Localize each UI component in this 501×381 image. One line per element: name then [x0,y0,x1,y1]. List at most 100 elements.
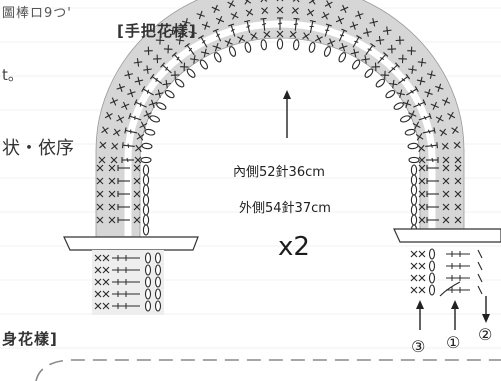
single-crochet-symbol [418,262,426,270]
chain-stitch-symbol [428,284,436,296]
chain-stitch-symbol [410,184,418,196]
chain-stitch-symbol [385,89,396,99]
single-crochet-symbol [108,203,116,211]
single-crochet-symbol [383,26,392,35]
single-crochet-symbol [201,21,211,30]
row-marker-1: ① [446,333,460,352]
single-crochet-symbol [134,76,144,86]
chain-stitch-symbol [410,194,418,206]
single-crochet-symbol [170,70,180,80]
single-crochet-symbol [162,79,171,89]
text-fragment-top: 圖棒ロ9つ' [2,6,72,21]
double-crochet-symbol [338,28,348,42]
single-crochet-symbol [415,132,424,141]
double-crochet-symbol [425,142,439,149]
single-crochet-symbol [108,164,116,172]
single-crochet-symbol [417,144,426,153]
single-crochet-symbol [163,44,173,54]
chain-stitch-symbol [399,115,411,123]
chain-stitch-symbol [142,174,150,186]
chain-stitch-symbol [142,184,150,196]
chain-stitch-symbol [164,89,175,99]
single-crochet-symbol [143,65,152,74]
slip-stitch-symbol [477,249,483,259]
chain-stitch-symbol [393,102,404,110]
single-crochet-symbol [94,254,102,262]
chain-stitch-row [140,38,420,236]
double-crochet-symbol [352,35,362,48]
double-crochet-symbol [117,204,130,210]
single-crochet-symbol [441,97,451,106]
single-crochet-symbol [410,262,418,270]
right-lower-stitches [410,248,483,297]
chain-stitch-symbol [375,78,385,88]
single-crochet-symbol [136,132,145,141]
single-crochet-symbol [94,278,102,286]
double-crochet-symbol [133,99,147,108]
single-crochet-symbol [435,115,444,123]
single-crochet-symbol [417,58,427,67]
single-crochet-symbol [108,190,116,198]
single-crochet-symbol [454,177,462,185]
double-crochet-symbol [365,42,376,56]
single-crochet-symbol [182,18,191,27]
single-crochet-symbol [180,62,189,72]
double-crochet-symbol [324,23,332,37]
single-crochet-symbol [435,83,444,92]
background-grid [0,7,501,349]
double-crochet-symbol [121,142,135,149]
single-crochet-symbol [101,126,109,135]
chain-stitch-symbol [323,46,332,57]
chain-stitch-symbol [144,288,152,300]
double-crochet-symbol [426,204,439,210]
single-crochet-symbol [133,190,141,198]
single-crochet-symbol [361,55,370,64]
double-crochet-symbol [117,217,130,223]
single-crochet-symbol [408,110,417,119]
chain-stitch-symbol [142,224,150,236]
single-crochet-symbol [155,36,165,45]
single-crochet-symbol [441,142,449,150]
chain-stitch-symbol [308,41,316,53]
single-crochet-symbol [402,99,412,108]
chain-stitch-symbol [144,128,156,136]
single-crochet-symbol [200,48,210,58]
chain-stitch-symbol [244,41,252,53]
text-fragment-sequence: 状・依序 [2,138,74,159]
arrow-row-2-head [482,314,490,323]
chain-stitch-symbol [428,272,436,284]
single-crochet-symbol [418,177,426,185]
single-crochet-symbol [442,177,450,185]
double-crochet-symbol [388,62,400,74]
chain-stitch-symbol [154,300,162,312]
left-body-bar [63,236,199,251]
chain-stitch-symbol [410,204,418,216]
chain-stitch-symbol [144,300,152,312]
single-crochet-symbol [410,286,418,294]
chain-stitch-symbol [154,264,162,276]
single-crochet-symbol [289,30,297,39]
single-crochet-symbol [418,286,426,294]
single-crochet-symbol [96,190,104,198]
single-crochet-symbol [259,0,268,3]
double-crochet-symbol [418,113,432,121]
arch-shaded-band [95,0,465,239]
single-crochet-symbol [104,111,113,120]
single-crochet-symbol [424,88,433,98]
single-crochet-symbol [148,99,158,108]
single-crochet-symbol [442,190,450,198]
single-crochet-symbol [306,8,315,17]
single-crochet-symbol [453,141,461,149]
single-crochet-symbol [116,83,125,92]
single-crochet-symbol [133,58,143,67]
single-crochet-symbol [327,38,336,47]
chain-stitch-symbol [276,38,284,50]
chain-stitch-symbol [186,68,196,78]
single-crochet-symbol [124,70,133,79]
arrow-row-1-head [451,300,459,309]
chain-stitch-symbol [338,52,347,63]
single-crochet-symbol [102,254,110,262]
single-crochet-symbol [112,128,121,137]
single-crochet-symbol [418,164,426,172]
